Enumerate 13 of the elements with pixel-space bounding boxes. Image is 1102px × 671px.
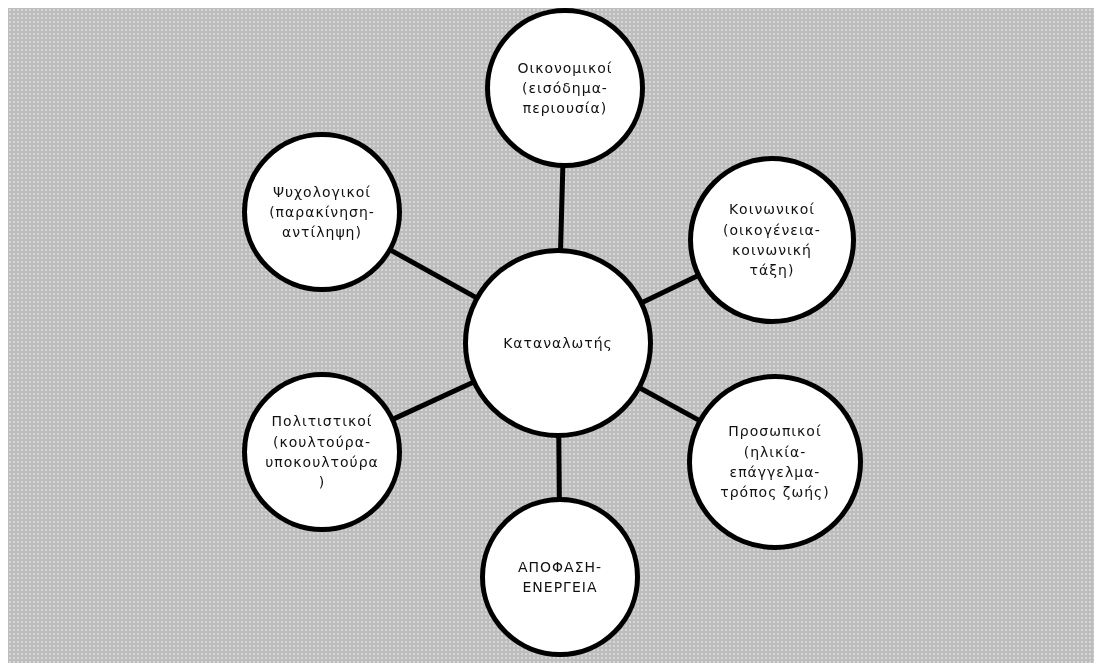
connector-line: [558, 166, 566, 250]
circle-label: Ψυχολογικοί (παρακίνηση-αντίληψη): [268, 182, 376, 243]
circle-label: Οικονομικοί (εισόδημα-περιουσία): [516, 58, 614, 119]
circle-label: Καταναλωτής: [503, 333, 613, 353]
circle-label: Πολιτιστικοί (κουλτούρα-υποκουλτούρα): [264, 412, 380, 493]
connector-line: [641, 273, 699, 305]
circle-label: Προσωπικοί (ηλικία-επάγγελμα-τρόπος ζωής): [719, 422, 831, 503]
circle-label: Κοινωνικοί (οικογένεια-κοινωνική τάξη): [722, 200, 822, 281]
connector-line: [392, 380, 474, 422]
connector-line: [389, 248, 478, 300]
connector-line: [556, 436, 562, 498]
circle-label: ΑΠΟΦΑΣΗ-ΕΝΕΡΓΕΙΑ: [516, 557, 604, 597]
connector-line: [639, 386, 700, 423]
